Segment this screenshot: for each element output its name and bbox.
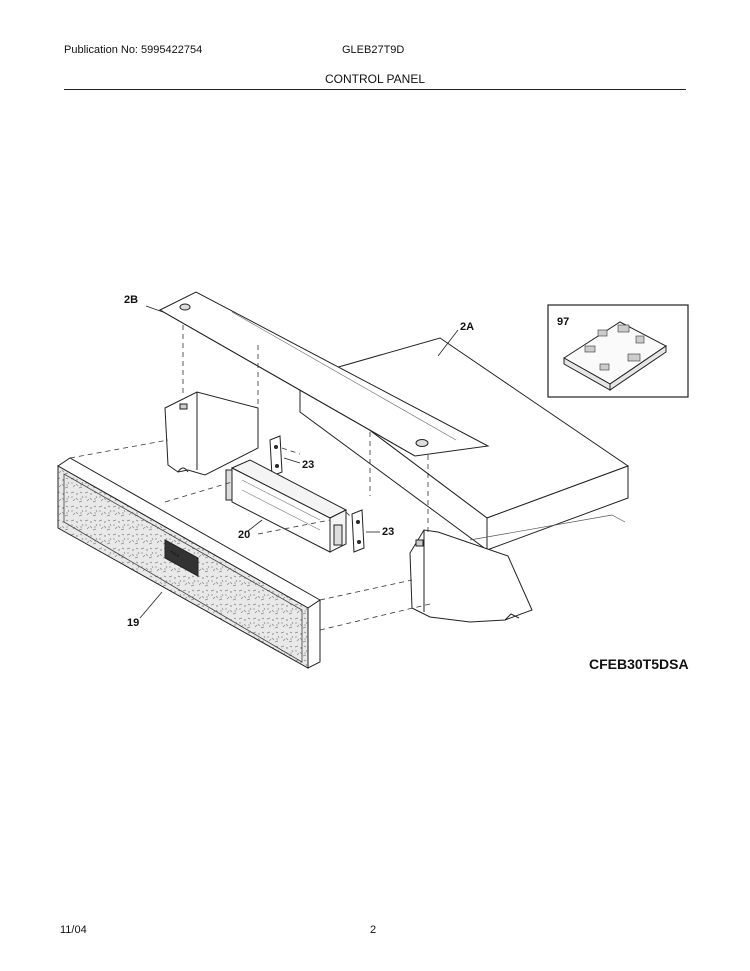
model-number: GLEB27T9D <box>342 44 405 56</box>
clip-23-upper <box>269 435 283 477</box>
publication-number: Publication No: 5995422754 <box>64 44 203 56</box>
footer-date: 11/04 <box>60 924 87 936</box>
top-trim-2b <box>158 291 490 457</box>
section-title: CONTROL PANEL <box>324 72 426 86</box>
inset-97 <box>547 304 689 398</box>
label-20: 20 <box>238 529 250 541</box>
label-2a: 2A <box>460 321 474 333</box>
label-23-lower: 23 <box>382 526 394 538</box>
label-97: 97 <box>557 316 569 328</box>
front-panel-19: ▪▪▪▪▪ <box>57 457 321 669</box>
right-side-bracket <box>409 529 533 623</box>
leader-lines <box>139 305 459 619</box>
diagram-model-tag: CFEB30T5DSA <box>589 656 689 672</box>
label-23-upper: 23 <box>302 459 314 471</box>
control-board-20 <box>225 459 348 553</box>
header-rule <box>64 89 686 90</box>
clip-23-lower <box>351 509 365 553</box>
left-side-bracket <box>164 391 259 476</box>
svg-text:▪▪▪▪▪: ▪▪▪▪▪ <box>169 550 180 560</box>
label-19: 19 <box>127 617 139 629</box>
rear-housing-2a <box>298 337 630 551</box>
assembly-lines <box>69 325 431 631</box>
page-number: 2 <box>370 924 377 936</box>
label-2b: 2B <box>124 294 138 306</box>
